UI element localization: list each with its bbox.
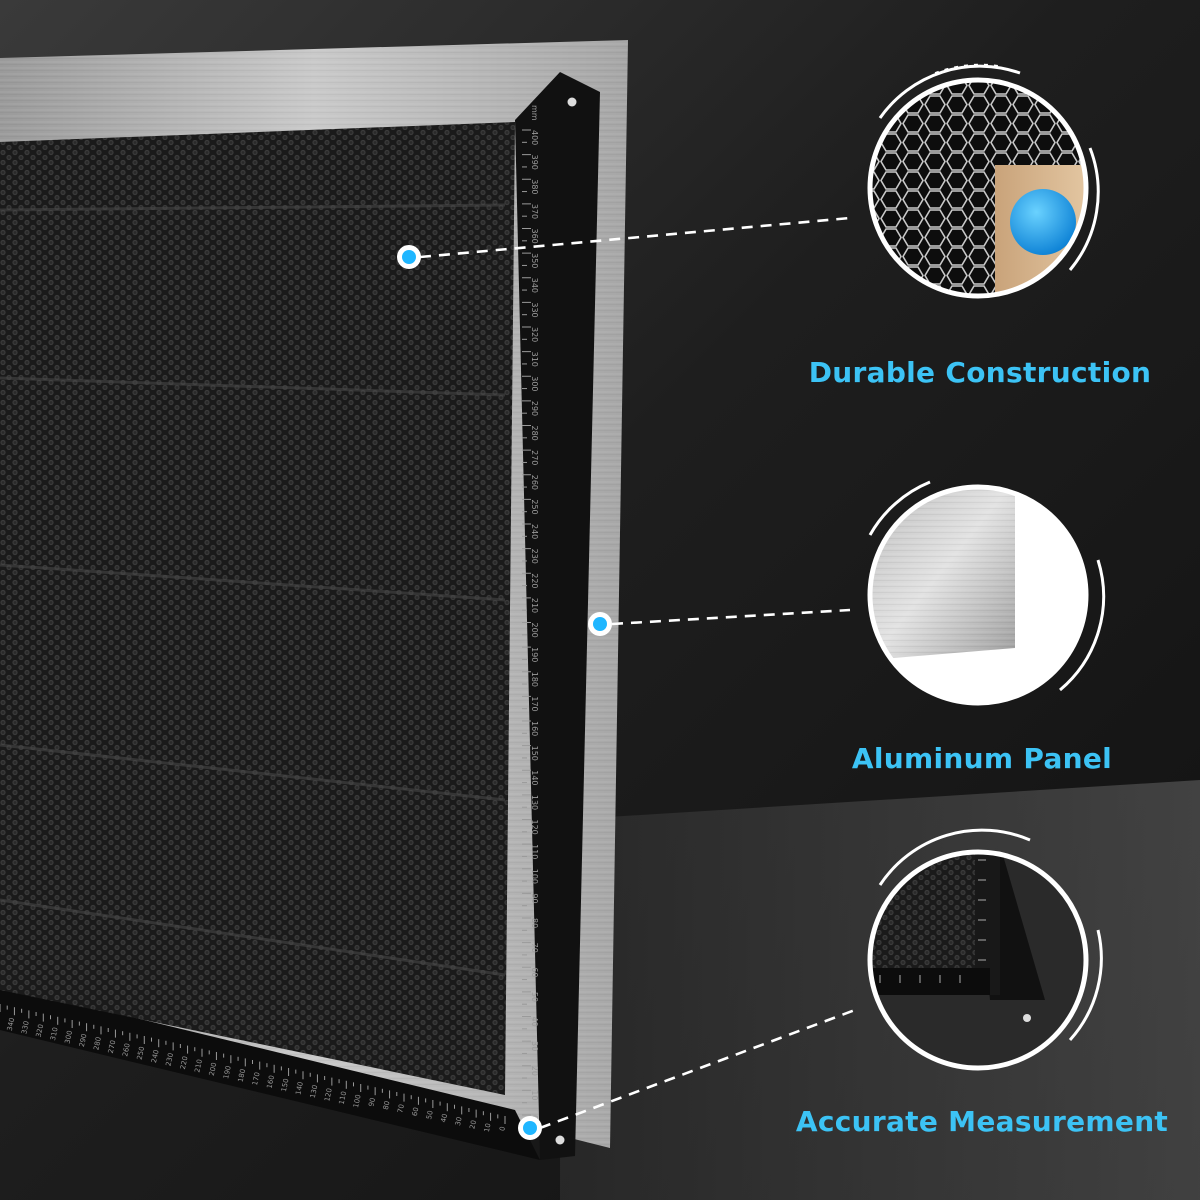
feature-label-durable: Durable Construction	[808, 356, 1152, 389]
ruler-label: 320	[35, 1023, 46, 1038]
ruler-label: 250	[530, 499, 539, 514]
ruler-label: 320	[530, 327, 539, 342]
frame-right-edge	[515, 72, 600, 1160]
ruler-label: 280	[530, 426, 539, 441]
ruler-label: 310	[530, 352, 539, 367]
ruler-label: 70	[530, 943, 539, 953]
ruler-label: 100	[530, 869, 539, 884]
ruler-label: 110	[530, 844, 539, 859]
callout-lines	[419, 216, 856, 1130]
ruler-label: 190	[222, 1065, 233, 1080]
ruler-label: 260	[530, 475, 539, 490]
ruler-label: 140	[294, 1081, 305, 1096]
ruler-label: 100	[352, 1094, 363, 1109]
ruler-label: 200	[530, 623, 539, 638]
ruler-label: 270	[530, 450, 539, 465]
ruler-label: 240	[150, 1049, 161, 1064]
ruler-label: 270	[107, 1039, 118, 1054]
ruler-label: 340	[6, 1017, 17, 1032]
ruler-label: 210	[530, 598, 539, 613]
ruler-label: 50	[530, 992, 539, 1002]
ruler-label: 240	[530, 524, 539, 539]
ruler-label: 120	[530, 820, 539, 835]
ruler-label: 290	[78, 1033, 89, 1048]
ruler-label: 260	[121, 1043, 132, 1058]
callout-markers	[397, 245, 612, 1140]
ruler-label: 300	[63, 1030, 74, 1045]
ruler-label: 350	[530, 253, 539, 268]
ruler-label: 140	[530, 770, 539, 785]
ruler-label: 50	[425, 1110, 435, 1120]
ruler-label: 30	[454, 1116, 464, 1126]
positioning-pin-icon	[1010, 189, 1076, 255]
ruler-label: 130	[530, 795, 539, 810]
honeycomb-mesh	[0, 122, 515, 1095]
ruler-label: 170	[530, 696, 539, 711]
ruler-label: 20	[468, 1119, 478, 1129]
ruler-label: 230	[530, 549, 539, 564]
ruler-label: 150	[280, 1078, 291, 1093]
ruler-label: 10	[530, 1090, 539, 1100]
ruler-label: 220	[530, 573, 539, 588]
ruler-label: 30	[530, 1041, 539, 1051]
frame-screw-top	[567, 97, 577, 107]
ruler-label: 190	[530, 647, 539, 662]
ruler-label: 330	[20, 1020, 31, 1035]
ruler-label: 400	[530, 130, 539, 145]
feature-label-aluminum: Aluminum Panel	[851, 742, 1113, 775]
ruler-label: 90	[530, 893, 539, 903]
ruler-label: 310	[49, 1027, 60, 1042]
ruler-label: 70	[396, 1103, 406, 1113]
ruler-label: 110	[338, 1091, 349, 1106]
vertical-ruler: 0102030405060708090100110120130140150160…	[522, 105, 539, 1120]
ruler-label: 330	[530, 302, 539, 317]
ruler-label: 210	[193, 1059, 204, 1074]
ruler-label: 120	[323, 1087, 334, 1102]
ruler-label: 130	[309, 1084, 320, 1099]
ruler-label: 20	[530, 1066, 539, 1076]
ruler-label: 10	[483, 1123, 493, 1133]
ruler-label: 160	[530, 721, 539, 736]
ruler-label: 360	[530, 229, 539, 244]
frame-bottom-edge	[0, 985, 540, 1160]
ruler-unit: mm	[530, 105, 539, 121]
feature-label-accurate: Accurate Measurement	[795, 1105, 1169, 1138]
ruler-label: 180	[530, 672, 539, 687]
ruler-label: 390	[530, 155, 539, 170]
ruler-label: 280	[92, 1036, 103, 1051]
ruler-label: 220	[179, 1055, 190, 1070]
mesh-ridges	[0, 203, 506, 977]
ruler-label: 150	[530, 746, 539, 761]
ruler-label: 60	[411, 1107, 421, 1117]
ruler-label: 250	[136, 1046, 147, 1061]
ruler-label: 80	[530, 918, 539, 928]
frame-screw-bottom	[555, 1135, 565, 1145]
ruler-label: 0	[498, 1126, 507, 1132]
ruler-label: 80	[382, 1100, 392, 1110]
ruler-label: 200	[208, 1062, 219, 1077]
feature-circle-accurate	[867, 828, 1103, 1071]
ruler-label: 180	[237, 1068, 248, 1083]
ruler-label: 340	[530, 278, 539, 293]
ruler-label: 160	[265, 1075, 276, 1090]
ruler-label: 290	[530, 401, 539, 416]
ruler-label: 40	[530, 1017, 539, 1027]
ruler-label: 40	[440, 1113, 450, 1123]
feature-circle-aluminum	[867, 480, 1106, 706]
ruler-label: 230	[164, 1052, 175, 1067]
ruler-label: 90	[367, 1097, 377, 1107]
ruler-label: 170	[251, 1071, 262, 1086]
ruler-label: 370	[530, 204, 539, 219]
feature-circle-durable	[867, 63, 1100, 299]
ruler-label: 380	[530, 179, 539, 194]
ruler-label: 300	[530, 376, 539, 391]
ruler-label: 60	[530, 967, 539, 977]
